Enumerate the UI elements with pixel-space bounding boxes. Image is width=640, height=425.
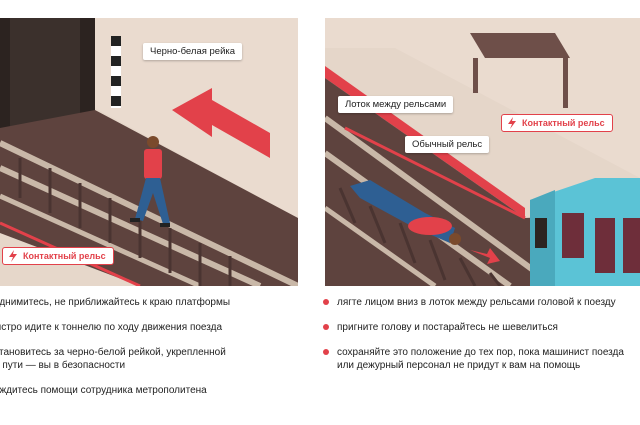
instruction-text: ыстро идите к тоннелю по ходу движения п… xyxy=(0,322,223,333)
bench-icon xyxy=(470,33,570,108)
instruction-text: становитесь за черно-белой рейкой, укреп… xyxy=(0,347,226,371)
lying-person-icon xyxy=(350,180,461,245)
list-item: ождитесь помощи сотрудника метрополитена xyxy=(0,384,300,397)
list-item: становитесь за черно-белой рейкой, укреп… xyxy=(0,346,300,372)
lightning-bolt-icon xyxy=(9,250,17,262)
train-icon xyxy=(530,178,640,286)
left-illustration: Черно-белая рейка Контактный рельс xyxy=(0,18,298,286)
lightning-bolt-icon xyxy=(508,117,516,129)
contact-rail-label-right: Контактный рельс xyxy=(501,114,613,132)
bullet-icon xyxy=(323,299,329,305)
list-item: ыстро идите к тоннелю по ходу движения п… xyxy=(0,321,300,334)
contact-rail-text-left: Контактный рельс xyxy=(23,251,106,261)
contact-rail-text-right: Контактный рельс xyxy=(522,118,605,128)
instruction-text: лягте лицом вниз в лоток между рельсами … xyxy=(337,297,616,308)
contact-rail-label-left: Контактный рельс xyxy=(2,247,114,265)
ordinary-rail-label: Обычный рельс xyxy=(405,136,490,153)
direction-arrow-small-icon xyxy=(470,248,500,264)
list-item: пригните голову и постарайтесь не шевели… xyxy=(323,321,640,334)
walking-person-icon xyxy=(130,136,170,227)
tunnel-scene xyxy=(0,18,298,286)
black-white-bar-label: Черно-белая рейка xyxy=(143,43,243,60)
left-instruction-list: однимитесь, не приближайтесь к краю плат… xyxy=(0,296,300,409)
right-instruction-list: лягте лицом вниз в лоток между рельсами … xyxy=(323,296,640,384)
bullet-icon xyxy=(323,349,329,355)
black-white-bar-icon xyxy=(111,36,121,108)
instruction-text: сохраняйте это положение до тех пор, пок… xyxy=(337,347,624,371)
list-item: лягте лицом вниз в лоток между рельсами … xyxy=(323,296,640,309)
direction-arrow-icon xyxy=(172,88,270,158)
bullet-icon xyxy=(323,324,329,330)
list-item: однимитесь, не приближайтесь к краю плат… xyxy=(0,296,300,309)
list-item: сохраняйте это положение до тех пор, пок… xyxy=(323,346,640,372)
instruction-text: однимитесь, не приближайтесь к краю плат… xyxy=(0,297,231,308)
instruction-text: пригните голову и постарайтесь не шевели… xyxy=(337,322,558,333)
trough-label: Лоток между рельсами xyxy=(338,96,454,113)
instruction-text: ождитесь помощи сотрудника метрополитена xyxy=(0,385,207,396)
right-illustration: Лоток между рельсами Обычный рельс Конта… xyxy=(325,18,640,286)
